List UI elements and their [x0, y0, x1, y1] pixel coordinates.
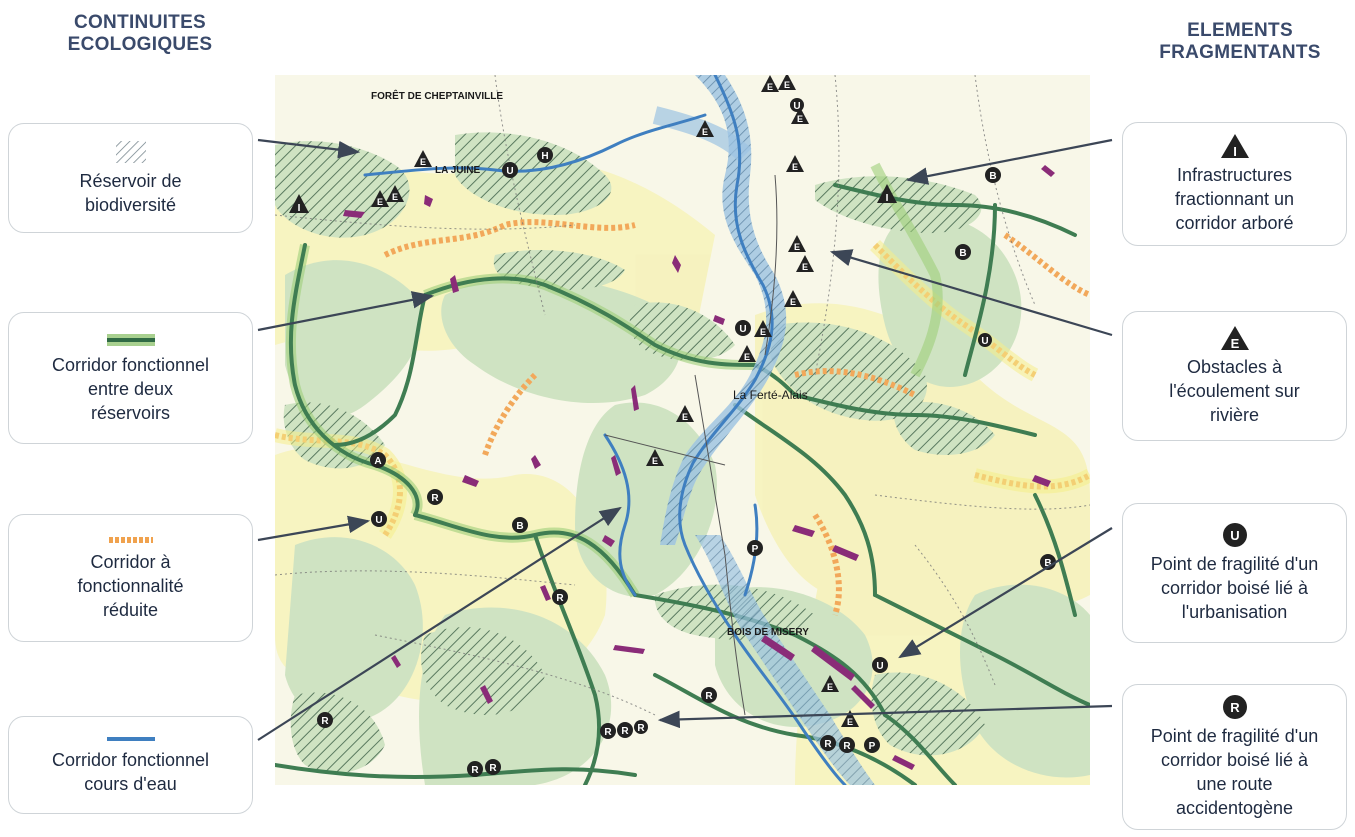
green-corridor-swatch-icon — [106, 334, 155, 346]
wood-label: BOIS DE MISERY — [727, 627, 809, 638]
svg-text:U: U — [506, 166, 513, 177]
svg-text:B: B — [1044, 558, 1051, 569]
svg-text:E: E — [827, 682, 833, 692]
legend-urbanisation-line: Point de fragilité d'un — [1150, 554, 1319, 574]
legend-obstacle: E Obstacles à l'écoulement sur rivière — [1122, 311, 1347, 441]
legend-infrastructure-line: fractionnant un — [1174, 189, 1295, 209]
legend-water-corridor-line: Corridor fonctionnel — [51, 750, 210, 770]
svg-text:R: R — [471, 765, 479, 776]
road-circle-icon: R — [1222, 695, 1247, 719]
legend-infrastructure-line: corridor arboré — [1175, 213, 1294, 233]
legend-road-line: corridor boisé lié à — [1160, 750, 1309, 770]
svg-text:P: P — [869, 741, 876, 752]
svg-text:R: R — [489, 763, 497, 774]
right-heading-line: FRAGMENTANTS — [1159, 42, 1321, 63]
svg-text:E: E — [1230, 336, 1239, 351]
svg-text:E: E — [420, 157, 426, 167]
svg-text:E: E — [847, 717, 853, 727]
svg-text:R: R — [1230, 700, 1240, 715]
right-heading-line: ELEMENTS — [1187, 20, 1293, 41]
svg-text:E: E — [392, 192, 398, 202]
svg-text:U: U — [375, 515, 382, 526]
svg-text:R: R — [705, 691, 713, 702]
svg-text:E: E — [792, 162, 798, 172]
legend-functional-corridor: Corridor fonctionnel entre deux réservoi… — [8, 312, 253, 444]
orange-dashed-swatch-icon — [108, 537, 153, 543]
left-heading: CONTINUITES ECOLOGIQUES — [40, 12, 240, 56]
svg-text:U: U — [876, 661, 883, 672]
left-heading-line: CONTINUITES — [73, 12, 207, 33]
legend-reduced-corridor-line: fonctionnalité — [77, 576, 184, 596]
legend-reservoir: Réservoir de biodiversité — [8, 123, 253, 233]
svg-text:U: U — [793, 101, 800, 112]
svg-text:B: B — [959, 248, 966, 259]
svg-text:E: E — [802, 262, 808, 272]
svg-text:A: A — [374, 456, 381, 467]
legend-water-corridor: Corridor fonctionnel cours d'eau — [8, 716, 253, 814]
svg-text:E: E — [794, 242, 800, 252]
town-label: La Ferté-Alais — [733, 388, 808, 402]
left-heading-line: ECOLOGIQUES — [67, 34, 213, 55]
svg-text:E: E — [784, 80, 790, 90]
infrastructure-markers: I I — [289, 184, 897, 214]
svg-text:E: E — [797, 114, 803, 124]
svg-text:I: I — [298, 203, 301, 214]
svg-text:E: E — [652, 456, 658, 466]
svg-text:R: R — [431, 493, 439, 504]
legend-urbanisation-line: l'urbanisation — [1181, 602, 1288, 622]
legend-reduced-corridor-line: Corridor à — [90, 552, 171, 572]
svg-text:E: E — [767, 82, 773, 92]
svg-text:E: E — [377, 197, 383, 207]
legend-road-line: Point de fragilité d'un — [1150, 726, 1319, 746]
blue-line-swatch-icon — [106, 737, 155, 741]
svg-text:E: E — [702, 127, 708, 137]
svg-text:R: R — [604, 727, 612, 738]
legend-obstacle-line: l'écoulement sur — [1169, 381, 1300, 401]
svg-text:R: R — [637, 723, 645, 734]
river-label: LA JUINE — [435, 165, 481, 176]
svg-text:R: R — [843, 741, 851, 752]
legend-road: R Point de fragilité d'un corridor boisé… — [1122, 684, 1347, 830]
legend-functional-corridor-line: Corridor fonctionnel — [51, 355, 210, 375]
urbanisation-circle-icon: U — [1222, 523, 1247, 547]
svg-text:U: U — [739, 324, 746, 335]
svg-text:B: B — [516, 521, 523, 532]
svg-text:R: R — [621, 726, 629, 737]
svg-text:U: U — [981, 336, 988, 347]
svg-text:I: I — [1233, 144, 1237, 159]
svg-text:H: H — [541, 151, 548, 162]
legend-functional-corridor-line: réservoirs — [90, 403, 170, 423]
legend-obstacle-line: rivière — [1209, 405, 1259, 425]
legend-urbanisation: U Point de fragilité d'un corridor boisé… — [1122, 503, 1347, 643]
svg-text:E: E — [790, 297, 796, 307]
svg-text:E: E — [682, 412, 688, 422]
legend-road-line: une route — [1196, 774, 1273, 794]
infrastructure-triangle-icon: I — [1220, 134, 1249, 159]
svg-text:R: R — [556, 593, 564, 604]
legend-reduced-corridor: Corridor à fonctionnalité réduite — [8, 514, 253, 642]
hatch-swatch-icon — [115, 141, 146, 163]
legend-reduced-corridor-line: réduite — [102, 600, 159, 620]
svg-text:E: E — [760, 327, 766, 337]
obstacle-triangle-icon: E — [1220, 326, 1249, 351]
ecological-map: FORÊT DE CHEPTAINVILLE LA JUINE La Ferté… — [275, 75, 1090, 785]
svg-text:B: B — [989, 171, 996, 182]
legend-water-corridor-line: cours d'eau — [84, 774, 177, 794]
legend-functional-corridor-line: entre deux — [87, 379, 174, 399]
forest-label: FORÊT DE CHEPTAINVILLE — [371, 89, 503, 102]
legend-infrastructure: I Infrastructures fractionnant un corrid… — [1122, 122, 1347, 246]
legend-infrastructure-line: Infrastructures — [1176, 165, 1293, 185]
svg-text:R: R — [824, 739, 832, 750]
legend-reservoir-line: biodiversité — [84, 195, 177, 215]
right-heading: ELEMENTS FRAGMENTANTS — [1130, 20, 1350, 64]
legend-obstacle-line: Obstacles à — [1186, 357, 1283, 377]
svg-text:P: P — [752, 544, 759, 555]
svg-text:I: I — [886, 193, 889, 204]
svg-text:U: U — [1230, 528, 1239, 543]
legend-road-line: accidentogène — [1175, 798, 1294, 818]
legend-reservoir-line: Réservoir de — [79, 171, 182, 191]
svg-text:E: E — [744, 352, 750, 362]
svg-text:R: R — [321, 716, 329, 727]
legend-urbanisation-line: corridor boisé lié à — [1160, 578, 1309, 598]
